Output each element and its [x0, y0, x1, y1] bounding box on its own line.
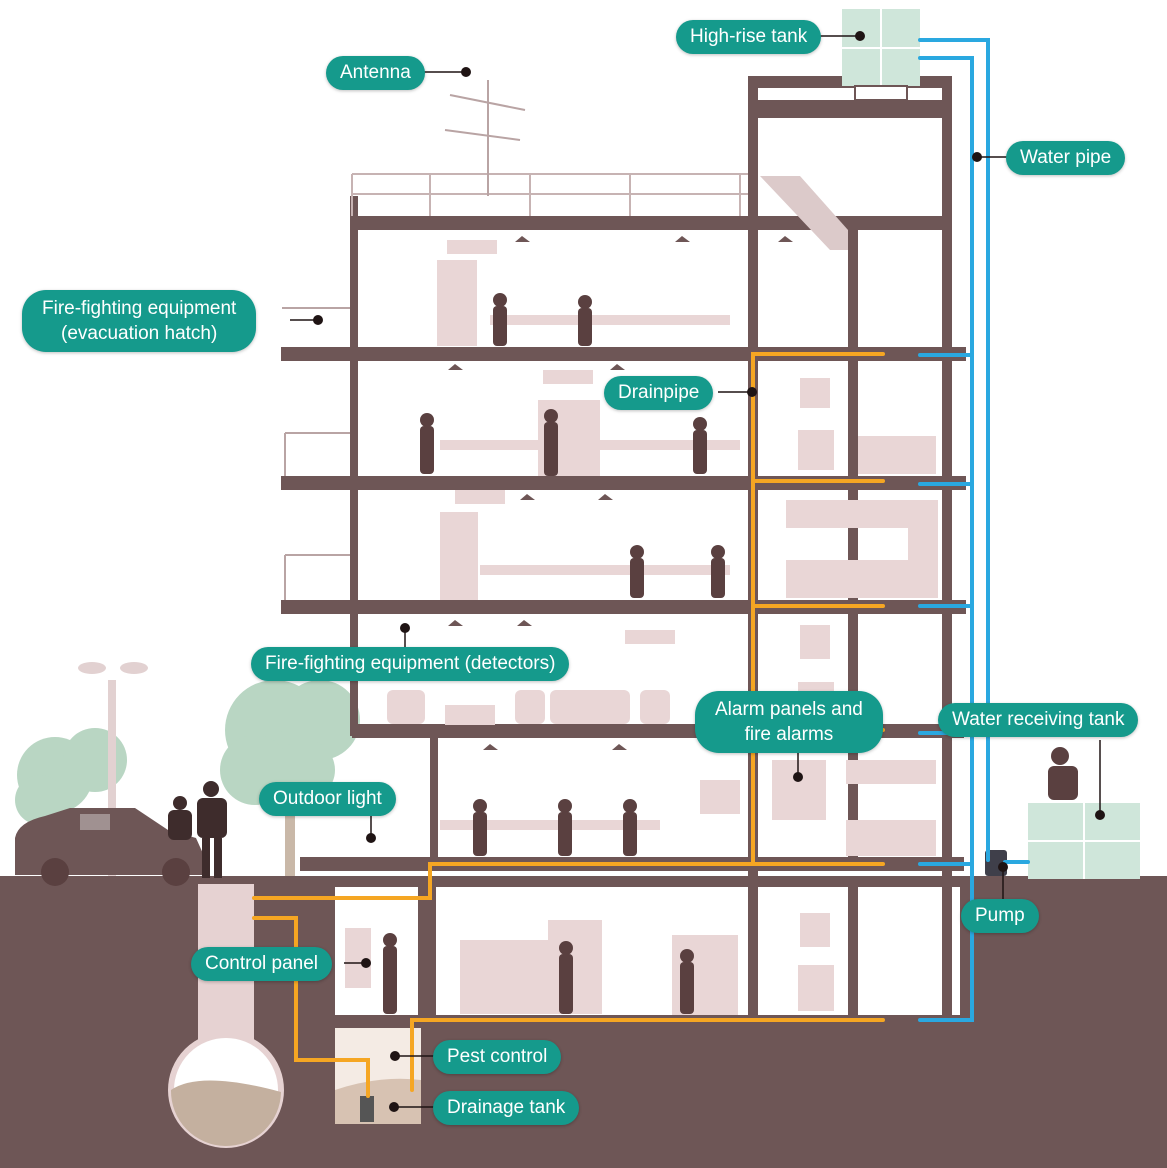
alarm-panels-label-line2: fire alarms — [715, 722, 863, 747]
pump-label: Pump — [961, 899, 1039, 933]
water-receiving-tank-label: Water receiving tank — [938, 703, 1138, 737]
water-pipe-marker — [972, 152, 982, 162]
high-rise-tank-label: High-rise tank — [676, 20, 821, 54]
control-panel-marker — [361, 958, 371, 968]
antenna-marker — [461, 67, 471, 77]
water-pipe-label: Water pipe — [1006, 141, 1125, 175]
evacuation-hatch-label-line1: Fire-fighting equipment — [42, 296, 236, 321]
water-receiving-tank-graphic — [1028, 803, 1140, 879]
drainage-pump — [360, 1096, 374, 1122]
evacuation-hatch-label-line2: (evacuation hatch) — [42, 321, 236, 346]
drainage-tank-label: Drainage tank — [433, 1091, 579, 1125]
high-rise-tank-marker — [855, 31, 865, 41]
alarm-panels-marker — [793, 772, 803, 782]
pest-control-label: Pest control — [433, 1040, 561, 1074]
outdoor-light-marker — [366, 833, 376, 843]
evacuation-hatch-label: Fire-fighting equipment (evacuation hatc… — [22, 290, 256, 352]
alarm-panels-label-line1: Alarm panels and — [715, 697, 863, 722]
roof-railing — [352, 174, 748, 216]
drainpipe-marker — [747, 387, 757, 397]
water-receiving-tank-marker — [1095, 810, 1105, 820]
pest-control-marker — [390, 1051, 400, 1061]
roof-stairs — [760, 176, 848, 250]
evacuation-hatch-marker — [313, 315, 323, 325]
detectors-label: Fire-fighting equipment (detectors) — [251, 647, 569, 681]
drainage-tank-marker — [389, 1102, 399, 1112]
antenna-label: Antenna — [326, 56, 425, 90]
pump-marker — [998, 862, 1008, 872]
antenna-structure — [445, 80, 525, 196]
alarm-panels-label: Alarm panels and fire alarms — [695, 691, 883, 753]
drainpipe-label: Drainpipe — [604, 376, 713, 410]
outdoor-light-label: Outdoor light — [259, 782, 396, 816]
control-panel-label: Control panel — [191, 947, 332, 981]
detectors-marker — [400, 623, 410, 633]
tree-right — [220, 680, 360, 876]
